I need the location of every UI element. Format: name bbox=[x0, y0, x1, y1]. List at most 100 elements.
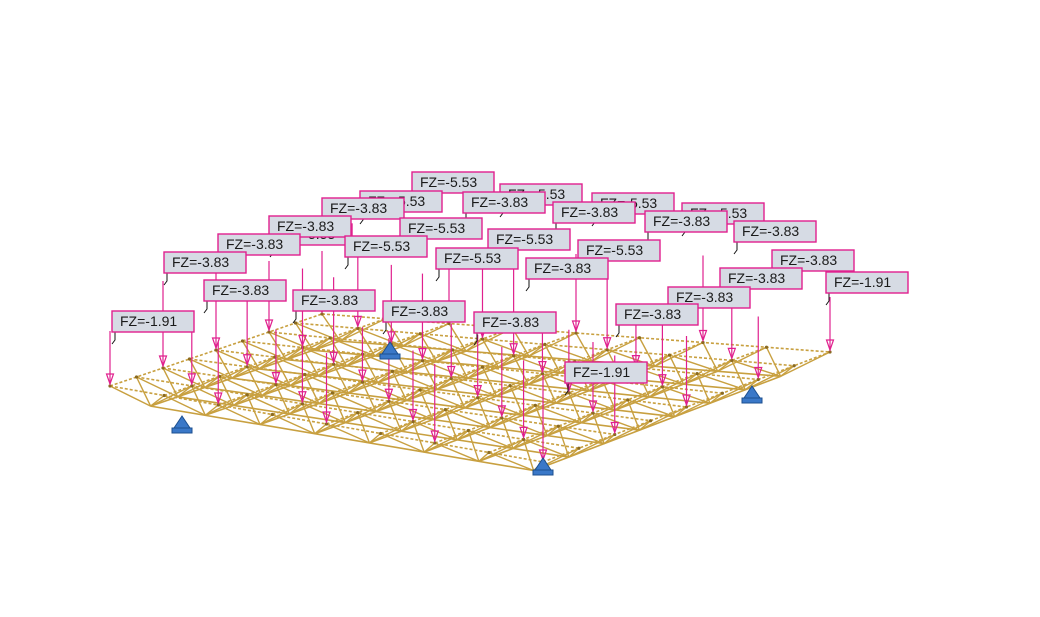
web-member bbox=[601, 379, 616, 411]
web-member bbox=[362, 353, 408, 373]
truss-node bbox=[667, 353, 672, 357]
web-member bbox=[731, 359, 781, 378]
load-label[interactable]: FZ=-5.53 bbox=[344, 235, 428, 270]
web-member bbox=[523, 438, 570, 458]
truss-node bbox=[720, 391, 724, 395]
web-member bbox=[592, 412, 640, 431]
truss-node bbox=[476, 395, 480, 400]
load-label[interactable]: FZ=-5.53 bbox=[435, 247, 519, 282]
arrow-head bbox=[538, 361, 547, 374]
web-member bbox=[509, 384, 557, 404]
web-member bbox=[391, 343, 437, 363]
load-label[interactable]: FZ=-3.83 bbox=[217, 233, 301, 268]
web-member bbox=[205, 394, 248, 416]
web-member bbox=[357, 327, 376, 357]
leader-line bbox=[292, 311, 297, 324]
supports bbox=[171, 341, 763, 476]
load-label[interactable]: FZ=-3.83 bbox=[321, 197, 405, 232]
truss-node bbox=[543, 342, 547, 346]
leader-line bbox=[473, 333, 478, 346]
load-label[interactable]: FZ=-3.83 bbox=[203, 279, 287, 314]
load-label[interactable]: FZ=-5.53 bbox=[577, 239, 661, 274]
truss-node bbox=[556, 424, 560, 428]
web-member bbox=[218, 376, 235, 406]
bottom-chord bbox=[340, 340, 781, 378]
web-member bbox=[246, 394, 261, 425]
truss-node bbox=[449, 376, 453, 381]
truss-node bbox=[245, 365, 249, 369]
bottom-chord bbox=[258, 368, 675, 418]
load-label[interactable]: FZ=-5.53 bbox=[487, 228, 571, 263]
load-label[interactable]: FZ=-3.83 bbox=[644, 210, 728, 245]
arrow-head bbox=[329, 351, 338, 365]
load-label[interactable]: FZ=-3.83 bbox=[719, 267, 803, 302]
load-label[interactable]: FZ=-5.53 bbox=[399, 217, 483, 252]
truss-node bbox=[533, 403, 537, 407]
web-member bbox=[388, 400, 434, 421]
web-member bbox=[163, 394, 206, 416]
web-member bbox=[246, 366, 291, 387]
truss-node bbox=[387, 399, 391, 403]
load-label[interactable]: FZ=-3.83 bbox=[292, 289, 376, 324]
web-member bbox=[136, 376, 178, 398]
arrow-head bbox=[105, 373, 115, 386]
truss-node bbox=[293, 321, 298, 325]
load-label[interactable]: FZ=-3.83 bbox=[615, 303, 699, 338]
truss-node bbox=[303, 372, 307, 377]
arrow-head bbox=[473, 384, 483, 398]
web-member bbox=[261, 373, 306, 397]
load-label[interactable]: FZ=-3.83 bbox=[525, 257, 609, 292]
load-label[interactable]: FZ=-1.91 bbox=[111, 310, 195, 345]
truss-node bbox=[356, 326, 360, 330]
web-member bbox=[468, 429, 514, 450]
truss-node bbox=[828, 350, 832, 354]
web-member bbox=[162, 367, 179, 398]
web-member bbox=[467, 430, 480, 462]
web-member bbox=[522, 392, 570, 416]
web-member bbox=[546, 412, 594, 437]
load-label[interactable]: FZ=-3.83 bbox=[163, 251, 247, 286]
bottom-chord bbox=[231, 377, 640, 431]
web-member bbox=[361, 381, 377, 412]
web-member bbox=[191, 385, 234, 407]
arrow-head bbox=[213, 392, 223, 405]
support-base bbox=[532, 469, 554, 476]
web-member bbox=[412, 421, 425, 453]
truss-node bbox=[108, 384, 112, 388]
arrow-head bbox=[298, 391, 307, 404]
truss-node bbox=[792, 364, 796, 368]
load-label[interactable]: FZ=-1.91 bbox=[825, 271, 909, 306]
web-member bbox=[275, 384, 291, 415]
arrow-head bbox=[682, 394, 691, 407]
arrow-head bbox=[158, 355, 168, 368]
web-member bbox=[406, 377, 452, 402]
load-label[interactable]: FZ=-3.83 bbox=[552, 201, 636, 236]
web-member bbox=[477, 397, 491, 428]
load-label[interactable]: FZ=-3.83 bbox=[667, 286, 751, 321]
web-member bbox=[668, 354, 685, 385]
leader-line bbox=[203, 301, 208, 314]
load-label[interactable]: FZ=-3.83 bbox=[473, 311, 557, 346]
web-member bbox=[568, 392, 582, 424]
web-member bbox=[177, 375, 220, 398]
load-label[interactable]: FZ=-3.83 bbox=[733, 220, 817, 255]
load-label-text: FZ=-3.83 bbox=[624, 306, 681, 322]
load-label[interactable]: FZ=-3.83 bbox=[771, 249, 855, 284]
load-label[interactable]: FZ=-3.83 bbox=[268, 215, 352, 250]
arrow-head bbox=[358, 369, 367, 382]
load-label[interactable]: FZ=-3.83 bbox=[382, 300, 466, 335]
web-member bbox=[380, 432, 425, 453]
truss-node bbox=[574, 331, 578, 335]
truss-node bbox=[330, 391, 335, 395]
web-member bbox=[357, 412, 371, 444]
load-label[interactable]: FZ=-3.83 bbox=[462, 191, 546, 226]
web-member bbox=[162, 367, 206, 389]
load-label[interactable]: FZ=-5.53 bbox=[411, 171, 495, 206]
web-member bbox=[406, 349, 453, 373]
load-label[interactable]: FZ=-1.91 bbox=[564, 361, 648, 396]
leader-line bbox=[344, 257, 349, 270]
web-member bbox=[603, 420, 651, 445]
leader-line bbox=[615, 325, 620, 338]
